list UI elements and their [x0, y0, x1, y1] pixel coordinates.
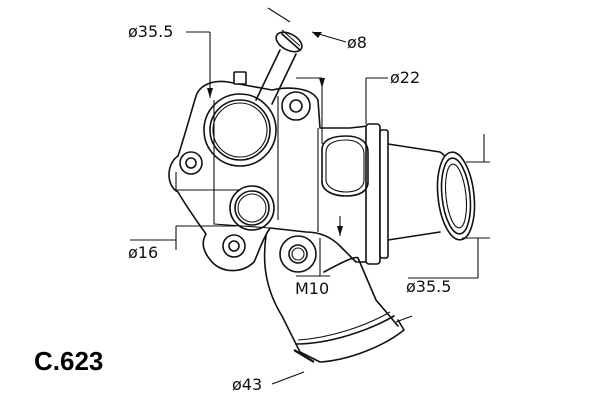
left-bolt-hole [179, 151, 203, 175]
thread-boss [279, 235, 317, 273]
dim-small-pipe-diameter: ø8 [347, 33, 367, 52]
center-port [321, 135, 369, 197]
dim-lower-left-diameter: ø16 [128, 243, 158, 262]
dimension-lines [130, 7, 490, 385]
bottom-outlet [263, 235, 405, 363]
part-code: C.623 [34, 346, 103, 376]
dim-center-port-diameter: ø22 [390, 68, 420, 87]
dim-bottom-outlet-diameter: ø43 [232, 375, 262, 394]
housing-body [168, 80, 373, 272]
lower-bolt-hole [222, 234, 246, 258]
top-nub [233, 71, 247, 85]
dim-top-left-diameter: ø35.5 [128, 22, 173, 41]
small-pipe [255, 29, 303, 105]
right-outlet [365, 123, 476, 265]
top-left-port [203, 93, 277, 167]
top-right-boss [281, 91, 311, 121]
lower-left-port [229, 185, 275, 231]
dim-thread-size: M10 [295, 279, 329, 298]
dim-right-outlet-diameter: ø35.5 [406, 277, 451, 296]
